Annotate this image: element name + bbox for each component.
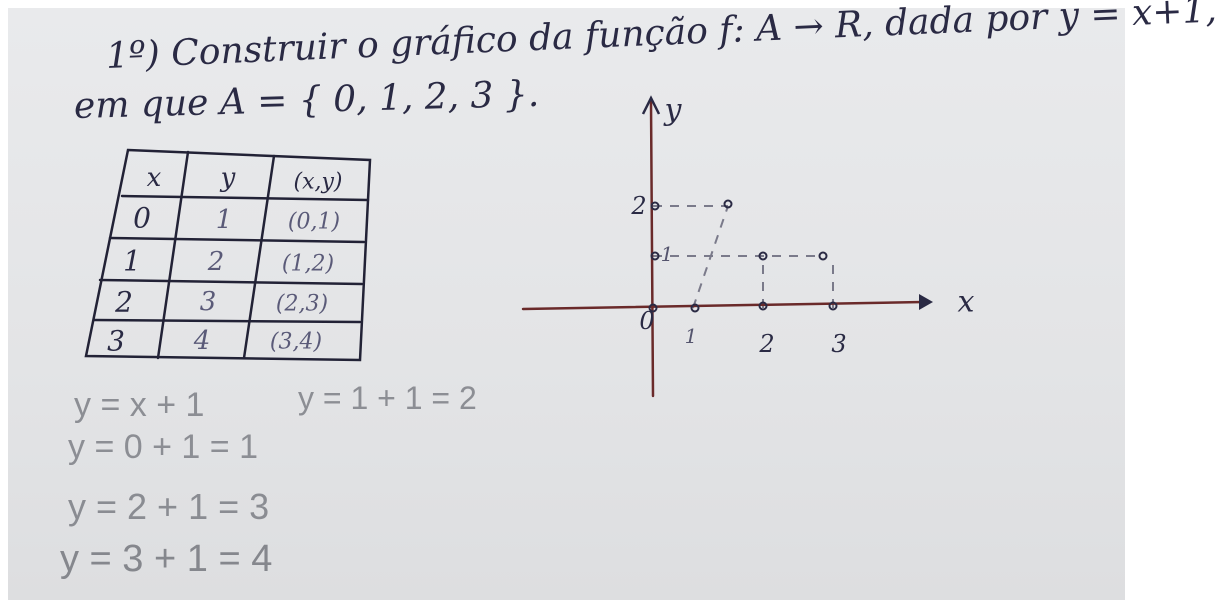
- table-cell-r2-x: 1: [123, 244, 141, 278]
- graph-canvas: [521, 95, 933, 398]
- work-side-calculation: y = 1 + 1 = 2: [298, 380, 477, 416]
- point-1-2: [723, 199, 733, 209]
- x-axis-label: x: [957, 284, 975, 320]
- guide-x1: [692, 205, 729, 309]
- work-line-1: y = 0 + 1 = 1: [68, 428, 258, 466]
- point-y2: [650, 201, 660, 211]
- table-cell-r2-y: 2: [207, 247, 225, 277]
- point-guide-3: [818, 251, 828, 261]
- table-border: [84, 148, 372, 362]
- table-header-x: x: [146, 163, 162, 193]
- x-tick-3: 3: [831, 330, 847, 358]
- table-column-1: [156, 150, 190, 360]
- table-rule-3: [98, 278, 364, 286]
- value-table: x y (x,y) 0 1 (0,1) 1 2 (1,2) 2 3 (2,3) …: [68, 138, 388, 368]
- table-cell-r1-x: 0: [133, 201, 151, 235]
- table-header-y: y: [220, 163, 236, 193]
- table-cell-r1-pair: (0,1): [287, 209, 341, 235]
- exercise-title-line2: em que A = { 0, 1, 2, 3 }.: [73, 73, 540, 127]
- notebook-page: 1º) Construir o gráfico da função f: A →…: [8, 0, 1218, 600]
- table-cell-r4-y: 4: [193, 326, 211, 356]
- table-cell-r2-pair: (1,2): [281, 251, 335, 277]
- point-guide-2: [758, 251, 768, 261]
- point-origin: [648, 303, 658, 313]
- work-line-2: y = 2 + 1 = 3: [68, 486, 270, 527]
- table-cell-r4-x: 3: [107, 324, 125, 358]
- table-column-2: [242, 154, 276, 360]
- work-line-3: y = 3 + 1 = 4: [60, 538, 273, 580]
- table-cell-r3-y: 3: [199, 287, 217, 317]
- x-axis-line: [521, 300, 925, 311]
- y-axis-line: [649, 100, 655, 398]
- function-graph: x y 0 1 2 3 1 2: [521, 92, 983, 416]
- point-y1: [650, 251, 660, 261]
- point-x1: [690, 303, 700, 313]
- table-cell-r4-pair: (3,4): [269, 329, 323, 355]
- table-cell-r3-pair: (2,3): [275, 291, 329, 317]
- y-tick-1: 1: [660, 242, 674, 266]
- table-rule-4: [92, 318, 362, 324]
- y-tick-2: 2: [631, 192, 647, 220]
- point-x3: [828, 301, 838, 311]
- y-axis-arrow-icon: [641, 95, 661, 115]
- x-axis-arrow-icon: [919, 294, 933, 310]
- graph-axes: [521, 100, 925, 398]
- graph-points: [648, 199, 838, 313]
- x-tick-2: 2: [759, 330, 775, 358]
- table-rule-1: [120, 194, 370, 202]
- work-formula: y = x + 1: [74, 386, 205, 424]
- table-cell-r3-x: 2: [115, 285, 133, 319]
- y-axis-label: y: [664, 92, 682, 128]
- graph-dashed-guides: [653, 205, 834, 309]
- origin-label: 0: [639, 307, 655, 335]
- x-tick-1: 1: [684, 324, 698, 348]
- value-table-grid: [84, 148, 372, 362]
- exercise-title-line1: 1º) Construir o gráfico da função f: A →…: [105, 0, 1218, 77]
- table-header-pair: (x,y): [293, 169, 343, 195]
- table-rule-2: [108, 236, 366, 244]
- table-cell-r1-y: 1: [215, 205, 233, 235]
- point-x2: [758, 301, 768, 311]
